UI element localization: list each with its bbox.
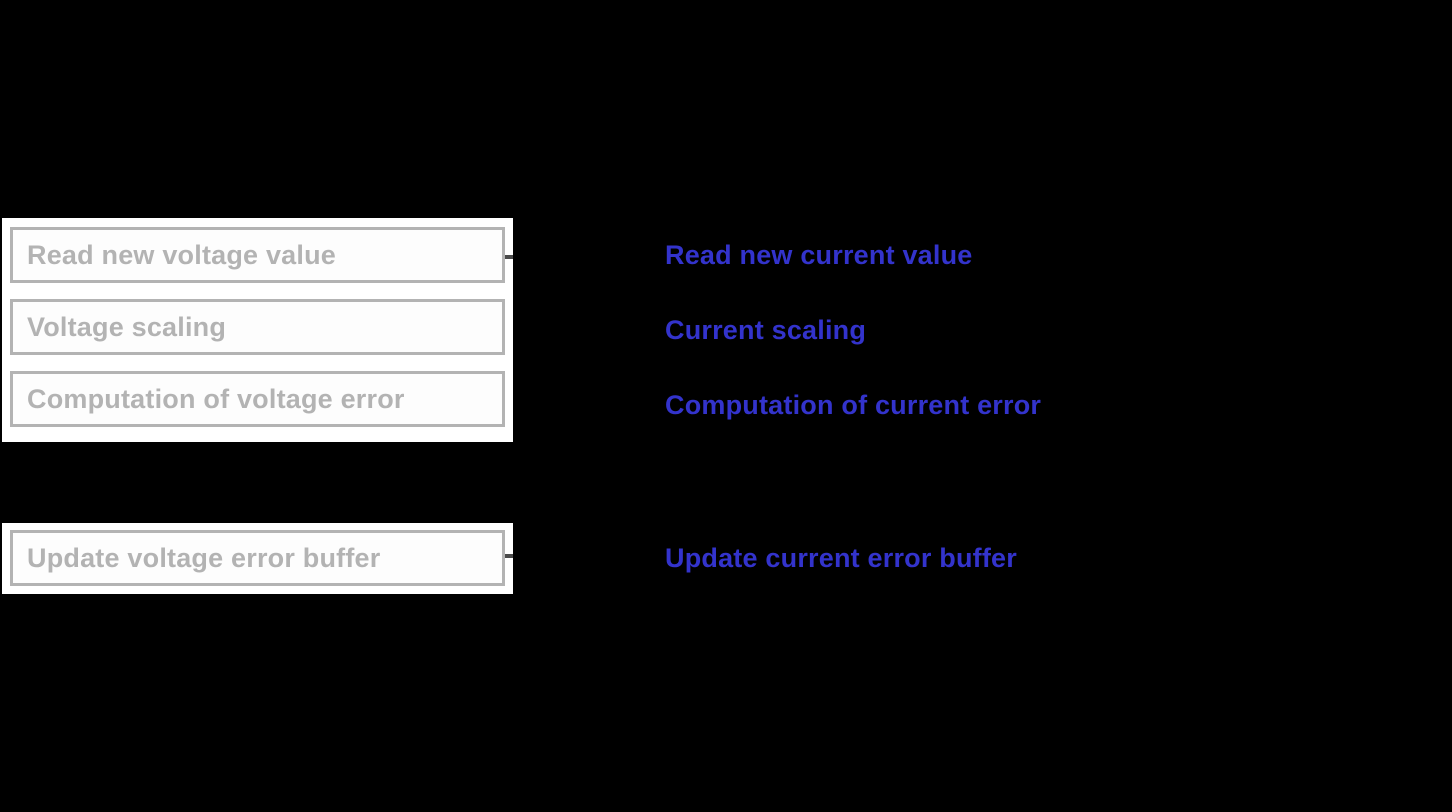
voltage-branch-upper-panel: Read new voltage value Voltage scaling C…: [2, 218, 513, 442]
step-box-voltage-scaling[interactable]: Voltage scaling: [10, 299, 505, 355]
step-label-voltage-scaling: Voltage scaling: [27, 311, 227, 342]
lower-branch-connector-arrow-icon: [505, 554, 513, 558]
step-row-update-current-error-buffer[interactable]: Update current error buffer: [665, 523, 1017, 593]
voltage-branch-lower-panel: Update voltage error buffer: [2, 523, 513, 594]
step-label-current-scaling: Current scaling: [665, 315, 867, 345]
step-box-update-voltage-error-buffer[interactable]: Update voltage error buffer: [10, 530, 505, 586]
step-row-computation-of-current-error[interactable]: Computation of current error: [665, 368, 1365, 443]
upper-branch-connector-arrow-icon: [505, 255, 513, 259]
step-box-read-new-voltage-value[interactable]: Read new voltage value: [10, 227, 505, 283]
current-branch-column: Read new current value Current scaling C…: [665, 218, 1365, 443]
step-row-current-scaling[interactable]: Current scaling: [665, 293, 1365, 368]
step-label-read-new-voltage-value: Read new voltage value: [27, 239, 337, 270]
step-row-read-new-current-value[interactable]: Read new current value: [665, 218, 1365, 293]
step-label-computation-of-current-error: Computation of current error: [665, 390, 1042, 420]
step-label-update-voltage-error-buffer: Update voltage error buffer: [27, 542, 381, 573]
step-label-update-current-error-buffer: Update current error buffer: [665, 542, 1017, 573]
step-box-computation-of-voltage-error[interactable]: Computation of voltage error: [10, 371, 505, 427]
step-label-computation-of-voltage-error: Computation of voltage error: [27, 383, 405, 414]
step-label-read-new-current-value: Read new current value: [665, 240, 973, 270]
